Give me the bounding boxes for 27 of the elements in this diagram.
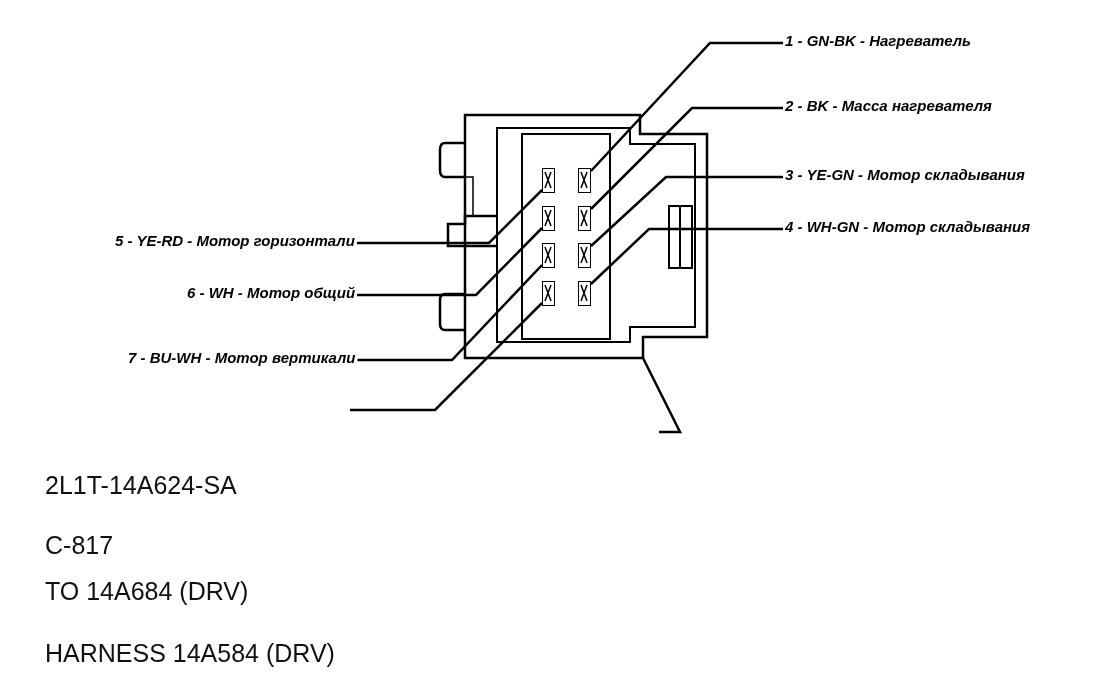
leader-line	[357, 227, 543, 297]
part-number-note: C-817	[45, 530, 114, 560]
pin-label: 3 - YE-GN - Мотор складывания	[785, 166, 1025, 184]
part-number-note: 2L1T-14A624-SA	[45, 470, 237, 500]
pin-terminal	[578, 168, 591, 193]
pin-label: 6 - WH - Мотор общий	[187, 284, 356, 302]
pin-terminal	[578, 281, 591, 306]
leader-line	[357, 264, 543, 362]
leader-line	[590, 175, 783, 247]
pin-terminal	[542, 206, 555, 231]
leader-line	[590, 41, 783, 172]
leader-line	[350, 302, 543, 412]
leader-line	[590, 227, 783, 285]
part-number-note: TO 14A684 (DRV)	[45, 576, 249, 606]
pin-terminal	[578, 243, 591, 268]
pin-terminal	[542, 281, 555, 306]
part-number-note: HARNESS 14A584 (DRV)	[45, 638, 335, 668]
pin-terminal	[542, 168, 555, 193]
pin-label: 4 - WH-GN - Мотор складывания	[785, 218, 1031, 236]
pin-terminal	[578, 206, 591, 231]
pin-label: 7 - BU-WH - Мотор вертикали	[128, 349, 356, 367]
pin-label: 2 - BK - Масса нагревателя	[785, 97, 992, 115]
pin-label: 5 - YE-RD - Мотор горизонтали	[115, 232, 355, 250]
pin-label: 1 - GN-BK - Нагреватель	[785, 32, 971, 50]
leader-line	[590, 106, 783, 210]
leader-line	[356, 189, 543, 245]
pin-terminal	[542, 243, 555, 268]
